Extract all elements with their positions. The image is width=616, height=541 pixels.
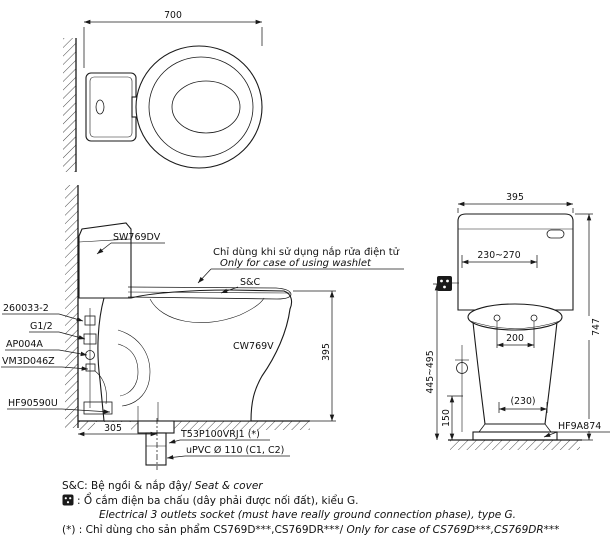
trapway-outer-line	[117, 329, 151, 407]
dim-230-270: 230~270	[461, 250, 538, 268]
label-hf9a874-text: HF9A874	[558, 421, 601, 432]
bowl-opening-top-view	[171, 80, 241, 134]
bowl-outline-top-view	[135, 45, 263, 169]
dim-305-label: 305	[104, 423, 122, 434]
label-ap004a: AP004A	[5, 339, 88, 357]
power-socket-icon	[62, 494, 74, 506]
seat-cover-side-view	[127, 286, 292, 300]
note-star-vi: (*) : Chỉ dùng cho sản phẩm CS769D***,CS…	[62, 523, 347, 536]
drain-pipe	[137, 418, 175, 470]
washlet-callout: Chỉ dùng khi sử dụng nắp rửa điện tử Onl…	[197, 245, 404, 284]
dim-700-label: 700	[164, 10, 182, 21]
label-260033-2: 260033-2	[2, 303, 84, 322]
dim-395-front-label: 395	[506, 192, 524, 203]
dim-230-paren-label: (230)	[511, 396, 536, 407]
base-flare-front-view	[478, 423, 552, 433]
dim-395-side-label: 395	[321, 343, 332, 361]
trapway-inner-line	[117, 343, 139, 397]
label-g1-2-text: G1/2	[30, 321, 53, 332]
tank-top-view	[85, 72, 137, 142]
dim-200: 200	[496, 328, 535, 348]
label-t53p100vrj1-text: T53P100VRJ1 (*)	[180, 429, 260, 440]
label-hf90590u: HF90590U	[7, 398, 111, 414]
label-upvc: uPVC Ø 110 (C1, C2)	[166, 445, 290, 460]
dim-305: 305	[78, 422, 157, 437]
stop-valve	[455, 345, 469, 432]
flush-button-top-view	[95, 99, 105, 115]
floor-hatch-side-view	[78, 421, 310, 430]
dim-230-paren: (230)	[498, 396, 548, 413]
rim-arc-front-view	[469, 320, 561, 329]
label-sc-text: S&C	[240, 277, 260, 288]
top-view: 700	[63, 10, 263, 172]
label-ap004a-text: AP004A	[6, 339, 43, 350]
label-sw769dv-text: SW769DV	[113, 232, 161, 243]
wall-hatch-side-view	[65, 185, 78, 428]
dim-230-270-label: 230~270	[477, 250, 520, 261]
note-seat-cover-vi: S&C: Bệ ngồi & nắp đậy/	[62, 480, 195, 492]
callout-english: Only for case of using washlet	[220, 258, 372, 269]
note-seat-cover: S&C: Bệ ngồi & nắp đậy/ Seat & cover	[62, 479, 559, 494]
dim-445-495-label: 445~495	[425, 350, 436, 393]
callout-vietnamese: Chỉ dùng khi sử dụng nắp rửa điện tử	[213, 245, 400, 258]
label-sw769dv: SW769DV	[96, 232, 165, 255]
dim-150: 150	[441, 395, 463, 440]
base-plate-front-view	[472, 431, 558, 441]
side-view: 260033-2 G1/2 AP004A VM3D046Z HF90590U S…	[1, 185, 404, 470]
label-seat-cover: S&C	[220, 277, 260, 294]
label-hf9a874: HF9A874	[543, 419, 611, 438]
tank-side-view	[78, 222, 132, 299]
flush-button-front-view	[546, 229, 565, 239]
note-socket-en: Electrical 3 outlets socket (must have r…	[99, 509, 517, 521]
note-star: (*) : Chỉ dùng cho sản phẩm CS769D***,CS…	[62, 523, 559, 538]
label-vm3d046z: VM3D046Z	[1, 356, 89, 371]
label-cw769v-text: CW769V	[233, 341, 274, 352]
bowl-cavity-line	[149, 297, 265, 323]
power-socket-symbol	[437, 276, 459, 291]
front-view: 395 230~270	[425, 192, 611, 450]
label-t53p100vrj1: T53P100VRJ1 (*)	[168, 429, 270, 444]
dim-395-side: 395	[293, 290, 336, 422]
dim-747-label: 747	[591, 318, 602, 336]
note-star-en: Only for case of CS769D***,CS769DR***	[346, 523, 560, 536]
dim-747: 747	[575, 213, 602, 441]
seat-ring-top-view	[148, 56, 254, 158]
dim-700: 700	[83, 10, 263, 68]
label-260033-2-text: 260033-2	[3, 303, 49, 314]
note-socket: : Ổ cắm điện ba chấu (dây phải được nối …	[62, 494, 559, 509]
label-g1-2: G1/2	[29, 321, 86, 340]
label-hf90590u-text: HF90590U	[8, 398, 58, 409]
dim-395-front: 395	[457, 192, 574, 213]
seat-front-view	[467, 303, 563, 331]
floor-hatch-front-view	[450, 440, 580, 450]
bowl-side-view	[97, 289, 293, 422]
label-vm3d046z-text: VM3D046Z	[2, 356, 55, 367]
note-seat-cover-en: Seat & cover	[194, 480, 263, 492]
footnotes: S&C: Bệ ngồi & nắp đậy/ Seat & cover : Ổ…	[62, 479, 559, 537]
dim-150-label: 150	[441, 409, 452, 427]
note-socket-vi: : Ổ cắm điện ba chấu (dây phải được nối …	[77, 494, 359, 507]
wall-hatch-top-view	[63, 38, 76, 172]
dim-445-495: 445~495	[425, 283, 444, 440]
label-upvc-text: uPVC Ø 110 (C1, C2)	[186, 445, 284, 456]
dim-200-label: 200	[506, 333, 524, 344]
